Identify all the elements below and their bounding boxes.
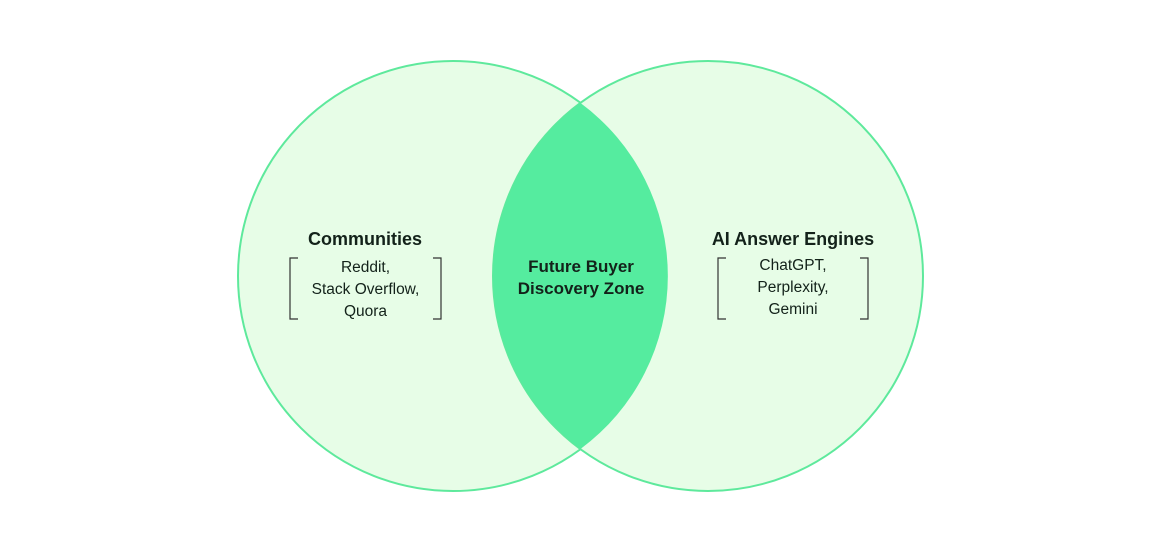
left-title: Communities [307,229,422,249]
left-item: Reddit, [340,259,391,276]
overlap-region [493,103,668,449]
right-item: Gemini [768,301,818,318]
right-item: ChatGPT, [759,257,827,274]
overlap-line: Discovery Zone [517,279,645,298]
right-title: AI Answer Engines [711,229,875,249]
left-bracket-open [289,257,298,320]
right-item: Perplexity, [757,279,829,296]
right-bracket-open [717,257,726,320]
overlap-label: Future Buyer Discovery Zone [481,256,681,300]
left-bracket-close [433,257,442,320]
overlap-line: Future Buyer [528,257,634,276]
right-bracket-close [860,257,869,320]
left-item: Quora [343,303,388,320]
left-items: Reddit, Stack Overflow, Quora [290,257,441,323]
left-item: Stack Overflow, [311,281,420,298]
right-items: ChatGPT, Perplexity, Gemini [718,255,868,321]
